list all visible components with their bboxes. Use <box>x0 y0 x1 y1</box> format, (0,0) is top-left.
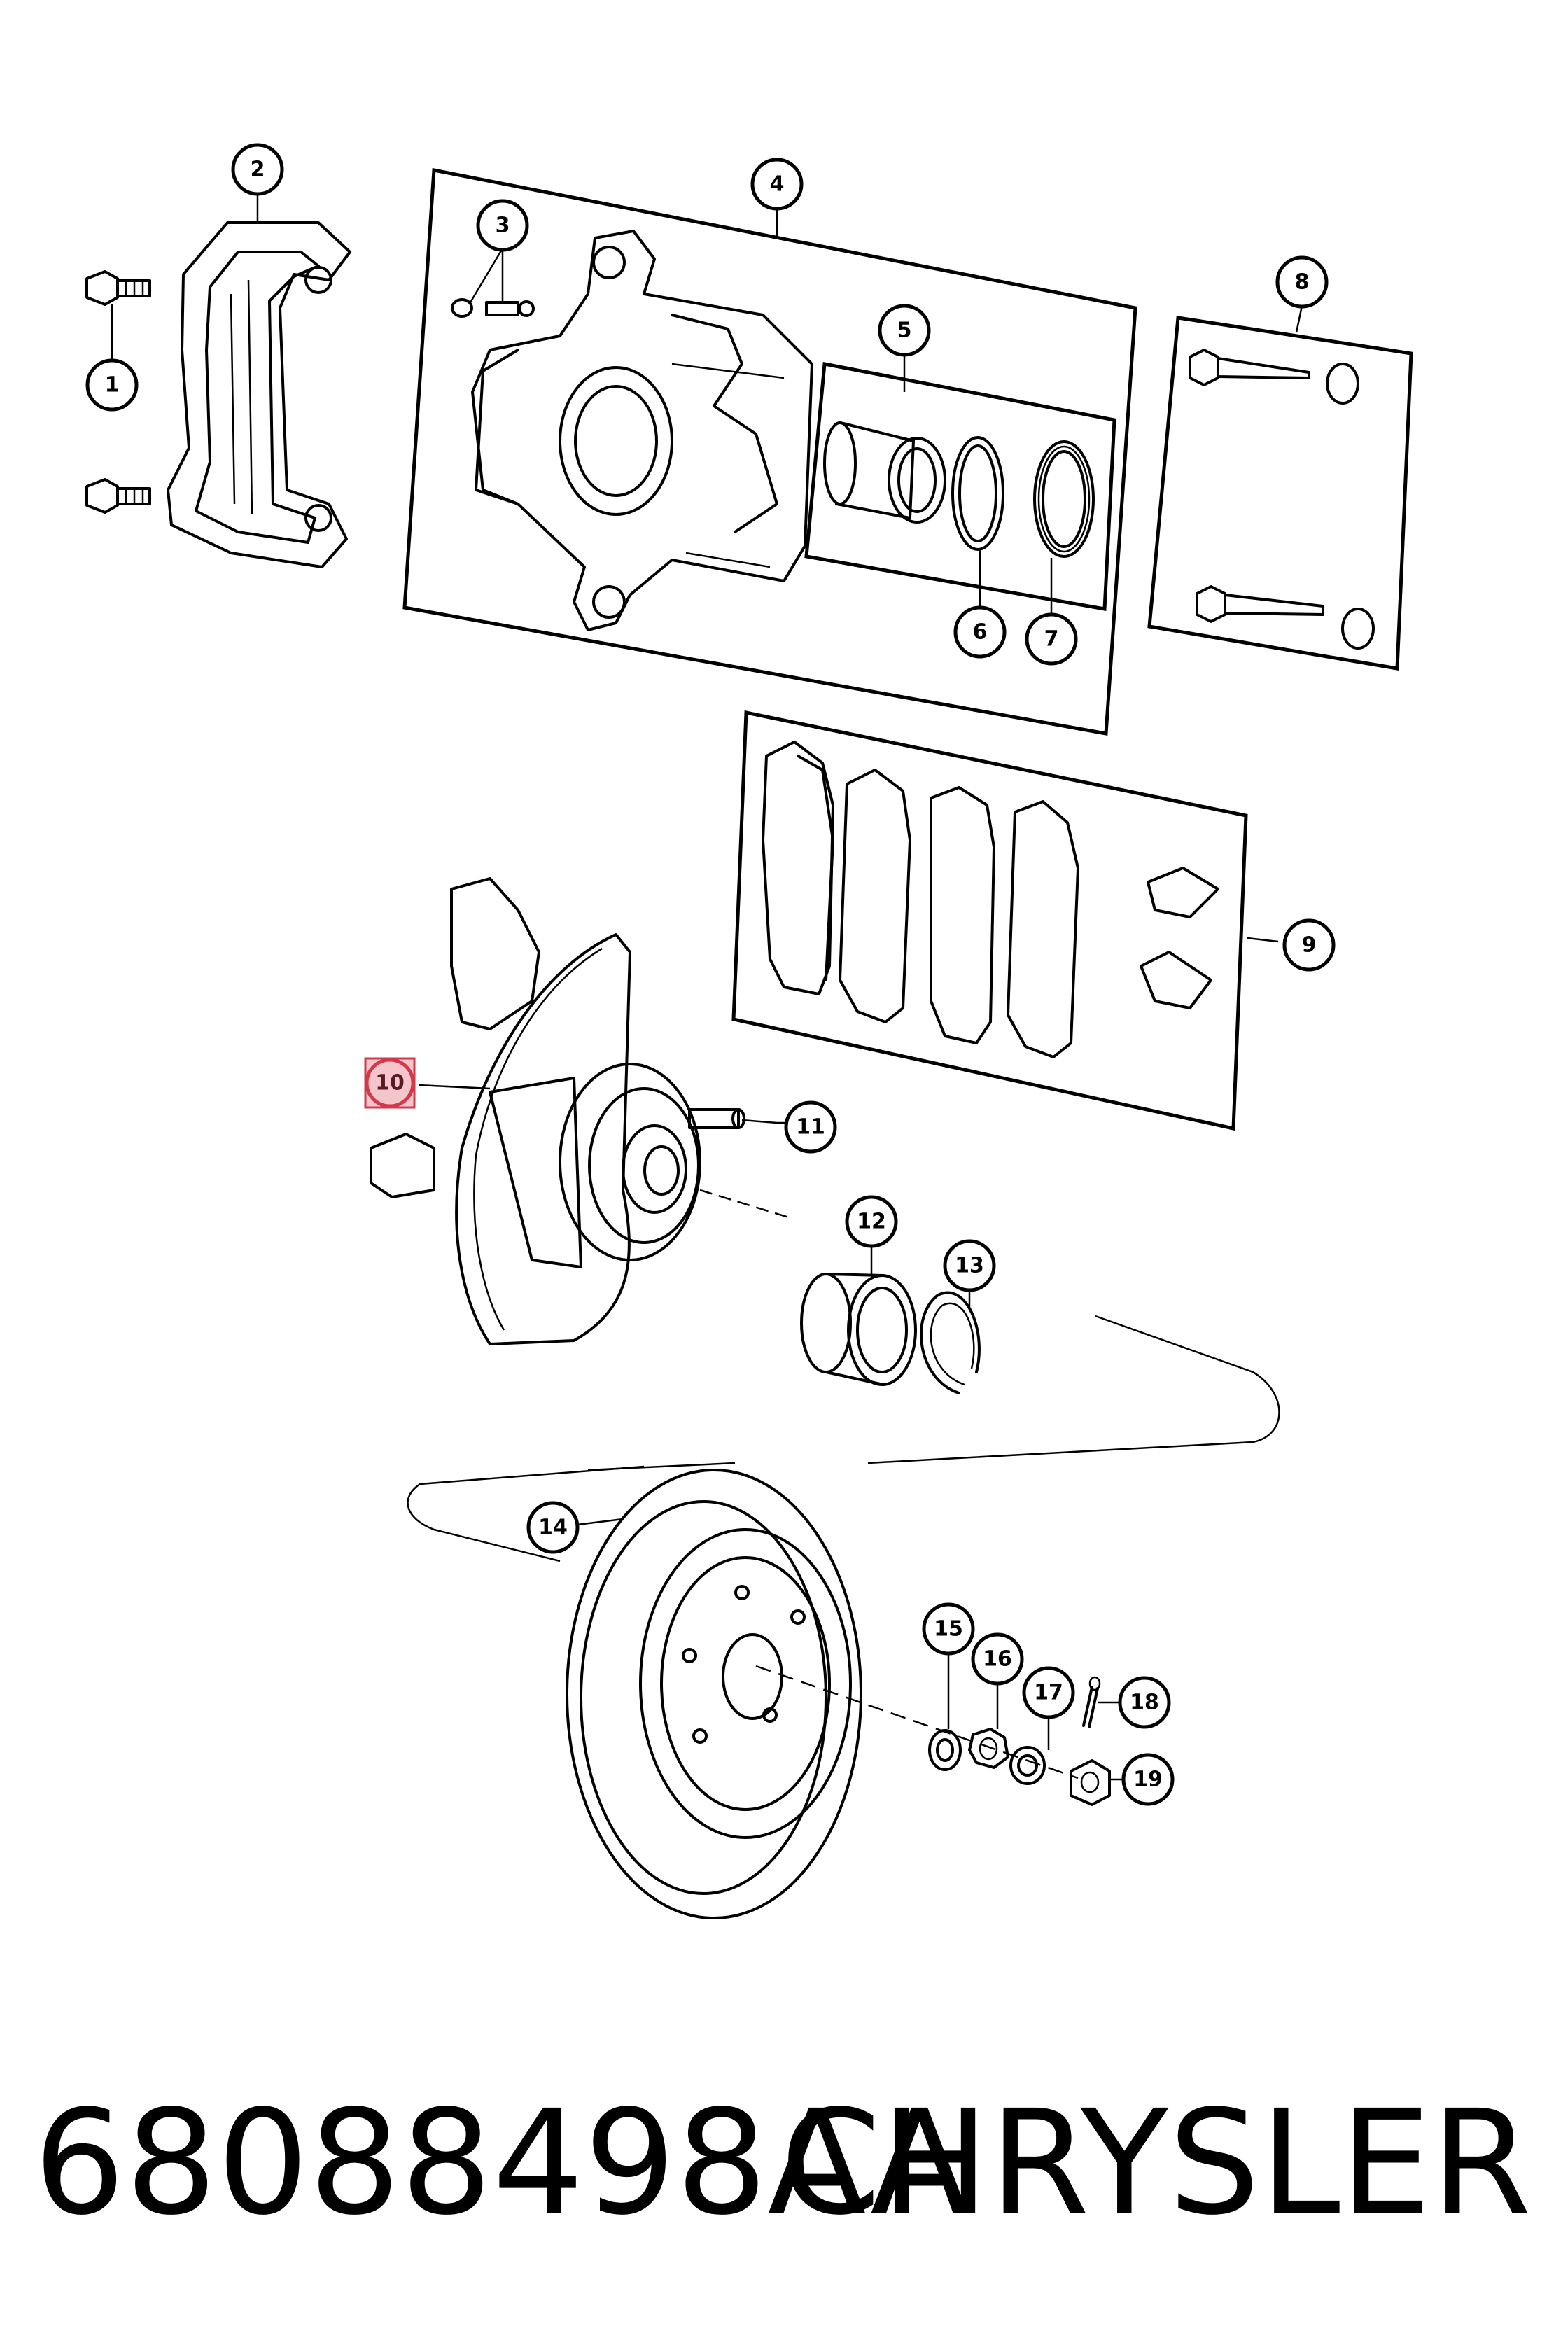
callout-7: 7 <box>1025 612 1078 666</box>
part-number-label: 68088498AA <box>34 2079 969 2247</box>
svg-text:17: 17 <box>1034 1681 1063 1705</box>
callout-8: 8 <box>1275 255 1329 309</box>
callout-1: 1 <box>85 358 139 412</box>
svg-text:18: 18 <box>1130 1690 1159 1715</box>
knuckle-shield-illustration <box>370 877 631 1345</box>
caliper-body-illustration <box>471 230 813 631</box>
svg-text:19: 19 <box>1133 1768 1163 1792</box>
svg-text:16: 16 <box>983 1647 1012 1672</box>
caliper-group-box <box>402 167 1138 736</box>
piston-seal-illustration <box>951 436 1004 551</box>
wheel-bearing-illustration <box>800 1273 917 1386</box>
callout-16: 16 <box>971 1632 1024 1686</box>
guide-pin-group-box <box>1147 316 1413 671</box>
washer-illustration <box>928 1729 962 1771</box>
callout-19: 19 <box>1121 1753 1175 1806</box>
callout-14: 14 <box>526 1501 580 1554</box>
hub-bearing-illustration <box>559 1063 701 1261</box>
brake-rotor-illustration <box>566 1462 862 1919</box>
svg-text:13: 13 <box>955 1254 984 1278</box>
callout-11: 11 <box>784 1100 837 1154</box>
spring-washer-illustration <box>1009 1746 1046 1785</box>
callout-12: 12 <box>845 1195 898 1248</box>
svg-text:1: 1 <box>105 373 120 398</box>
wheel-stud-illustration <box>688 1108 778 1129</box>
svg-text:3: 3 <box>496 214 510 238</box>
caliper-adapter-illustration <box>167 221 351 568</box>
svg-text:8: 8 <box>1295 270 1310 295</box>
callout-17: 17 <box>1022 1666 1075 1719</box>
svg-text:11: 11 <box>796 1115 825 1140</box>
svg-text:9: 9 <box>1302 933 1317 958</box>
svg-text:15: 15 <box>934 1617 963 1642</box>
brake-pad-group-box <box>732 710 1248 1131</box>
svg-text:7: 7 <box>1044 627 1059 652</box>
svg-text:6: 6 <box>973 620 988 645</box>
svg-text:14: 14 <box>538 1516 568 1540</box>
callout-13: 13 <box>943 1239 996 1292</box>
svg-text:5: 5 <box>897 318 912 343</box>
svg-text:10: 10 <box>375 1071 405 1096</box>
svg-text:4: 4 <box>770 172 785 197</box>
guide-pin-illustration <box>1189 349 1375 650</box>
snap-ring-illustration <box>920 1291 981 1394</box>
cotter-pin-illustration <box>1082 1676 1101 1728</box>
callout-9: 9 <box>1282 918 1336 972</box>
dust-boot-illustration <box>1033 440 1095 558</box>
callout-6: 6 <box>953 606 1007 659</box>
brand-label: CHRYSLER <box>780 2079 1532 2247</box>
callout-5: 5 <box>878 304 931 357</box>
callout-4: 4 <box>750 158 804 211</box>
nut-retainer-illustration <box>1070 1759 1111 1806</box>
callout-3: 3 <box>476 199 529 252</box>
bleeder-screw-illustration <box>451 298 535 318</box>
leader-lines <box>111 192 1303 1781</box>
callout-2: 2 <box>231 143 284 196</box>
caliper-piston-illustration <box>823 421 946 524</box>
callout-15: 15 <box>922 1602 975 1656</box>
hub-nut-illustration <box>968 1728 1009 1769</box>
callout-18: 18 <box>1118 1676 1171 1729</box>
svg-text:2: 2 <box>251 158 265 182</box>
callout-10-highlighted: 10 <box>364 1057 416 1109</box>
assembly-axis-lines <box>407 1189 1280 1779</box>
brake-pad-illustration <box>762 741 1219 1058</box>
svg-text:12: 12 <box>857 1210 886 1234</box>
piston-seal-group-box <box>804 362 1116 611</box>
mounting-bolt-illustration <box>85 270 151 514</box>
brake-assembly-diagram: 1 2 3 4 5 6 7 8 9 10 11 12 13 14 15 16 1… <box>85 143 1413 1919</box>
